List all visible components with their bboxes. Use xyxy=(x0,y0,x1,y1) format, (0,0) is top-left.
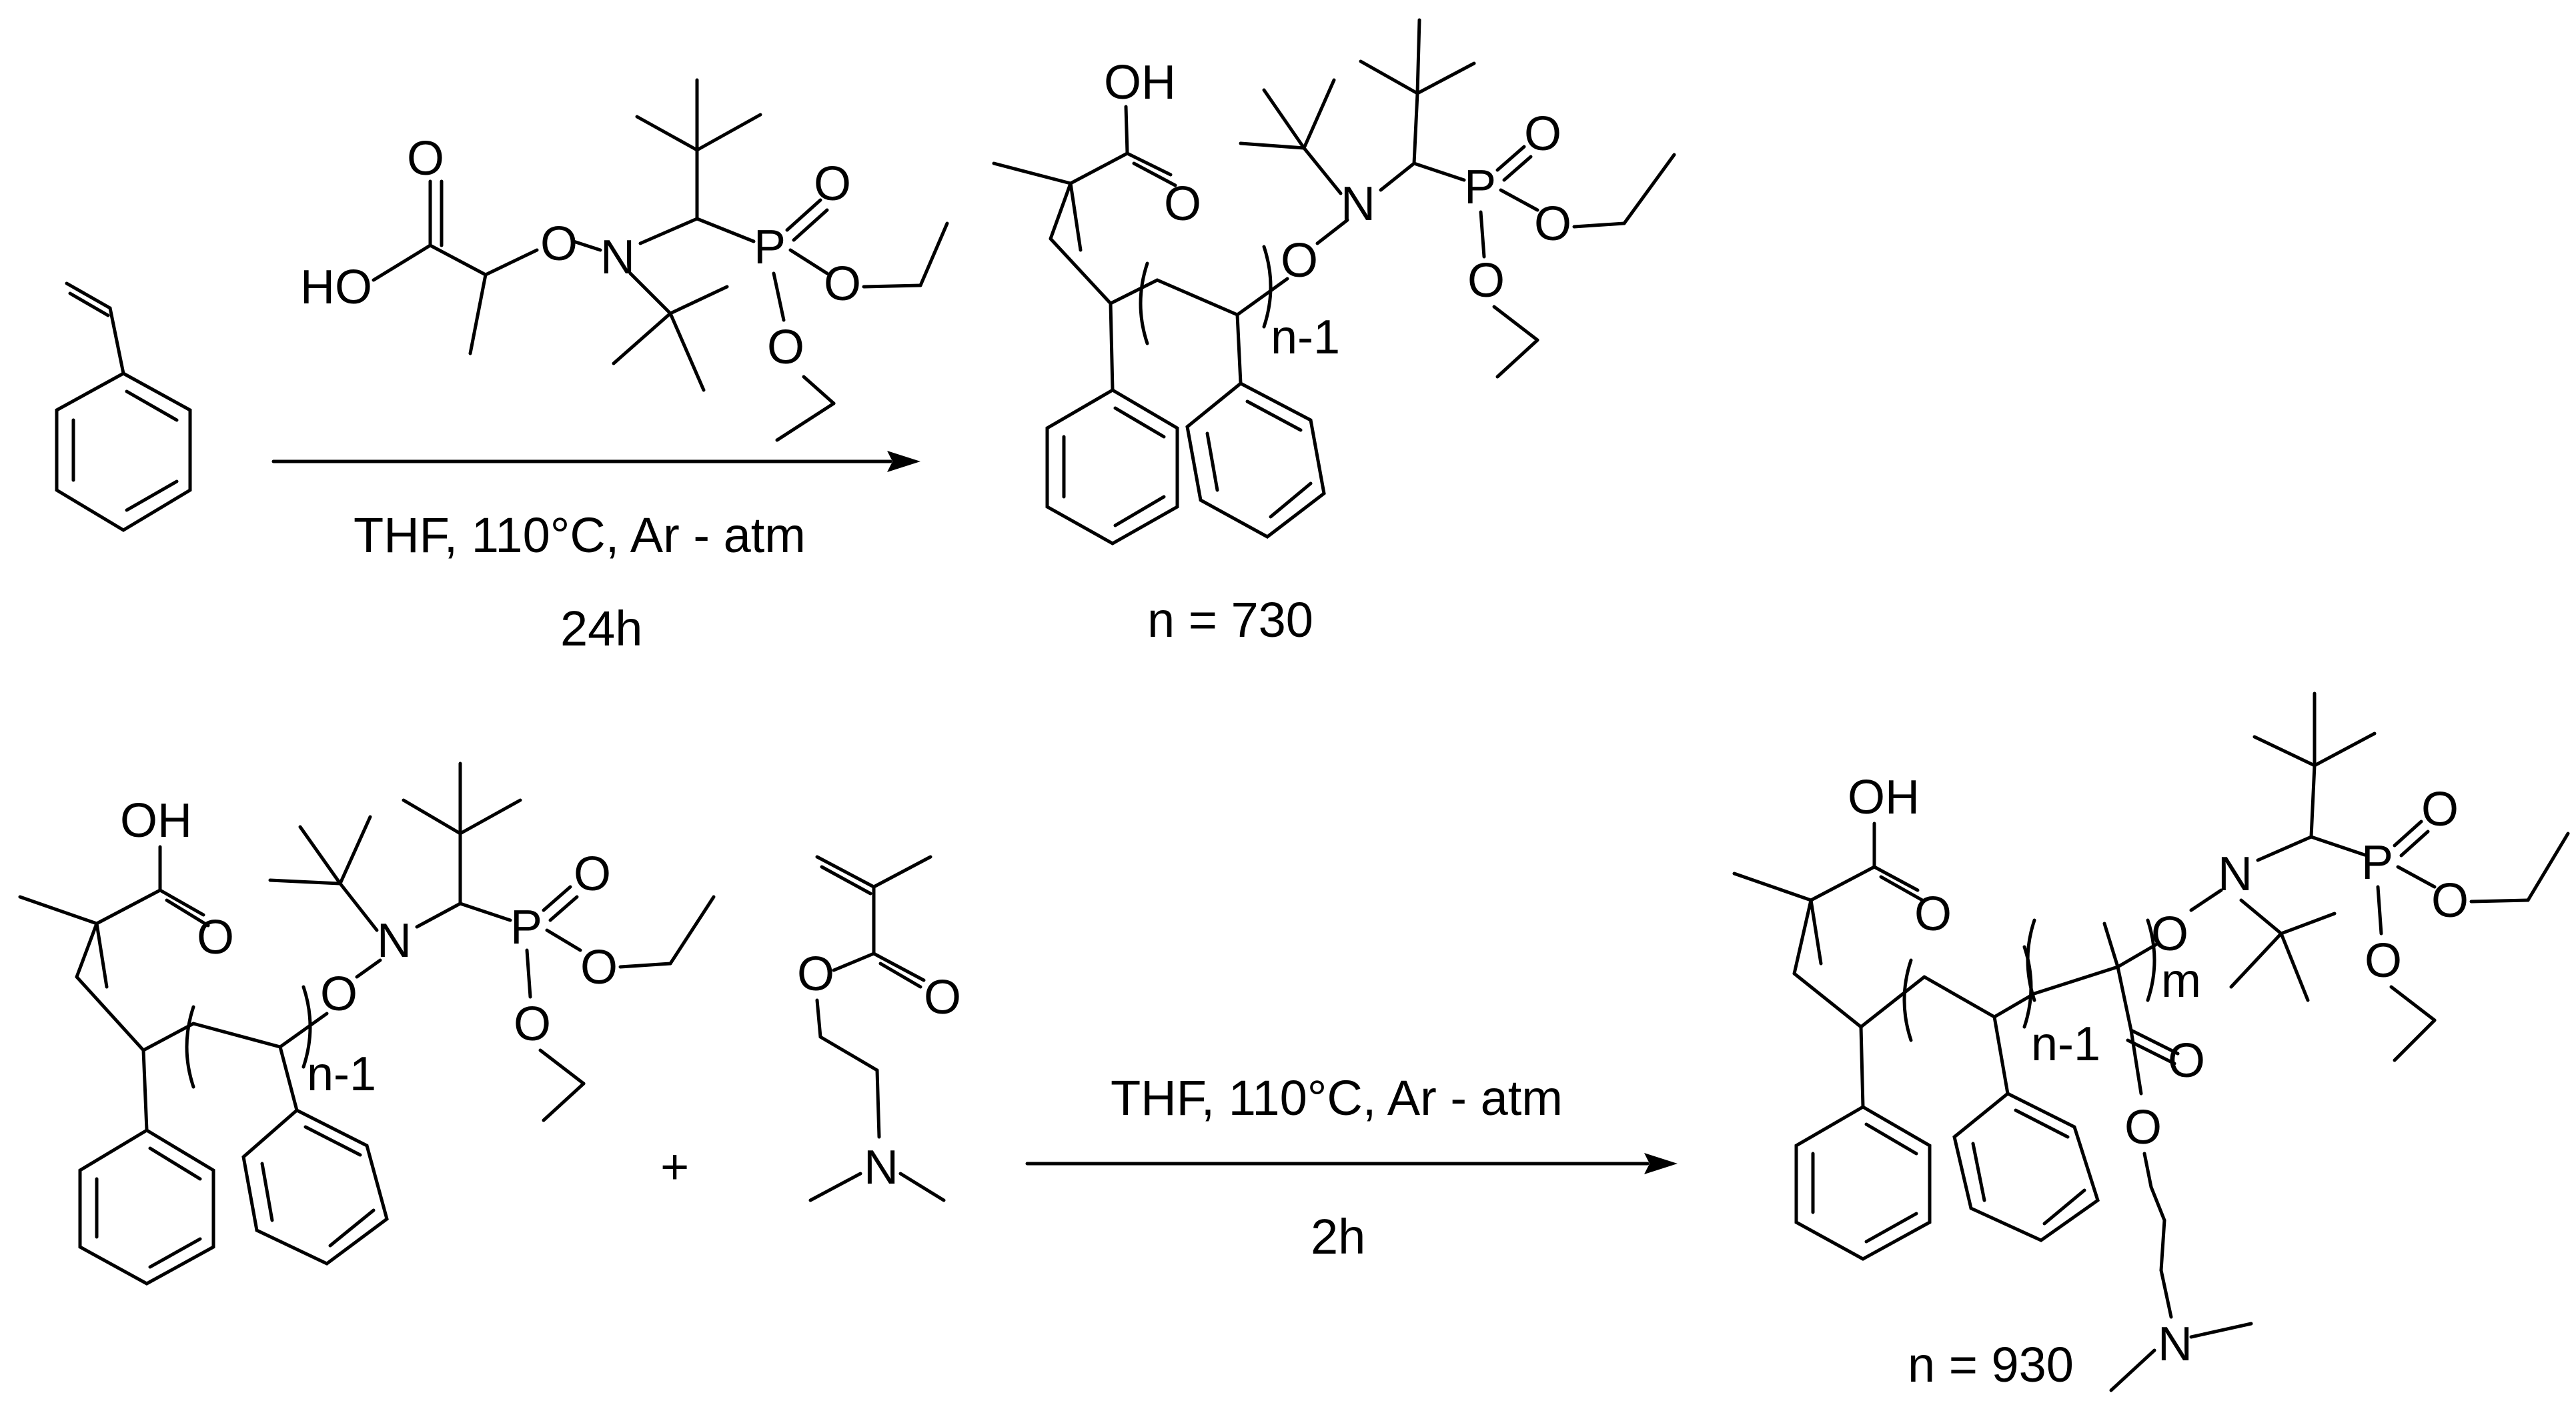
block-copolymer-product: OH O n-1 m O O xyxy=(1732,691,2570,1392)
macroinitiator-reactant: OH O n-1 O N xyxy=(18,762,716,1286)
reactant-2-hydroxyl-label: OH xyxy=(120,794,192,848)
monomer-ester-oxygen-label: O xyxy=(797,948,834,1001)
reactant-2-ether-oxygen-label: O xyxy=(320,968,358,1021)
styrene-monomer xyxy=(55,281,192,532)
product-2-degree: n = 930 xyxy=(1908,1337,2074,1392)
reactant-2-ethoxy-oxygen-2-label: O xyxy=(514,998,551,1051)
reactant-2-repeat-index: n-1 xyxy=(307,1048,376,1101)
polystyrene-macroinitiator: OH O n-1 O N xyxy=(992,18,1676,545)
monomer-carbonyl-oxygen-label: O xyxy=(924,971,961,1024)
product-1-phosphoryl-oxygen-label: O xyxy=(1524,107,1561,161)
ether-oxygen-label: O xyxy=(540,217,578,271)
product-2-carbonyl-oxygen-label: O xyxy=(1914,888,1952,941)
reactant-2-carbonyl-oxygen-label: O xyxy=(197,911,234,964)
product-2-ester-carbonyl-oxygen-label: O xyxy=(2168,1034,2205,1088)
product-2-amine-nitrogen-label: N xyxy=(2158,1318,2192,1371)
reactant-2-phosphorus-label: P xyxy=(510,901,542,954)
product-1-ethoxy-oxygen-1-label: O xyxy=(1534,197,1571,251)
product-1-nitrogen-label: N xyxy=(1341,177,1375,231)
reaction-arrow-2 xyxy=(1025,1153,1678,1174)
product-1-ether-oxygen-label: O xyxy=(1281,234,1318,287)
product-2-repeat-index-m: m xyxy=(2161,954,2201,1008)
alkoxyamine-initiator: HO O O N P O O O xyxy=(300,78,949,442)
product-1-ethoxy-oxygen-2-label: O xyxy=(1467,254,1505,307)
product-1-phosphorus-label: P xyxy=(1464,161,1496,214)
plus-sign: + xyxy=(660,1139,689,1194)
reaction-2-conditions: THF, 110°C, Ar - atm xyxy=(1111,1070,1563,1126)
phosphorus-label: P xyxy=(754,221,786,274)
ethoxy-oxygen-1-label: O xyxy=(824,257,861,311)
reactant-2-phosphoryl-oxygen-label: O xyxy=(574,848,611,901)
hydroxyl-label: HO xyxy=(300,261,372,314)
product-2-ethoxy-oxygen-1-label: O xyxy=(2431,874,2469,928)
dmaema-monomer: O O N xyxy=(797,855,961,1202)
nitrogen-label: N xyxy=(600,231,635,284)
phosphoryl-oxygen-label: O xyxy=(814,157,851,211)
reactant-2-nitrogen-label: N xyxy=(377,914,412,968)
monomer-nitrogen-label: N xyxy=(864,1141,898,1194)
product-1-carbonyl-oxygen-label: O xyxy=(1164,177,1201,231)
reaction-arrow-1 xyxy=(271,451,920,472)
product-2-repeat-index: n-1 xyxy=(2031,1018,2100,1071)
product-2-ester-oxygen-label: O xyxy=(2124,1101,2162,1154)
product-2-phosphorus-label: P xyxy=(2361,836,2393,890)
reactant-2-ethoxy-oxygen-1-label: O xyxy=(580,941,618,994)
product-2-ether-oxygen-label: O xyxy=(2151,908,2188,961)
carbonyl-oxygen-label: O xyxy=(407,132,444,185)
product-2-hydroxyl-label: OH xyxy=(1848,771,1920,824)
product-1-hydroxyl-label: OH xyxy=(1104,56,1176,109)
product-1-degree: n = 730 xyxy=(1147,592,1313,647)
reaction-1-time: 24h xyxy=(560,601,642,656)
product-2-ethoxy-oxygen-2-label: O xyxy=(2365,934,2402,988)
product-1-repeat-index: n-1 xyxy=(1271,311,1340,364)
product-2-nitrogen-label: N xyxy=(2218,848,2252,901)
reaction-1-conditions: THF, 110°C, Ar - atm xyxy=(354,507,806,563)
product-2-phosphoryl-oxygen-label: O xyxy=(2421,783,2459,836)
reaction-2-time: 2h xyxy=(1311,1209,1365,1264)
ethoxy-oxygen-2-label: O xyxy=(767,321,804,374)
